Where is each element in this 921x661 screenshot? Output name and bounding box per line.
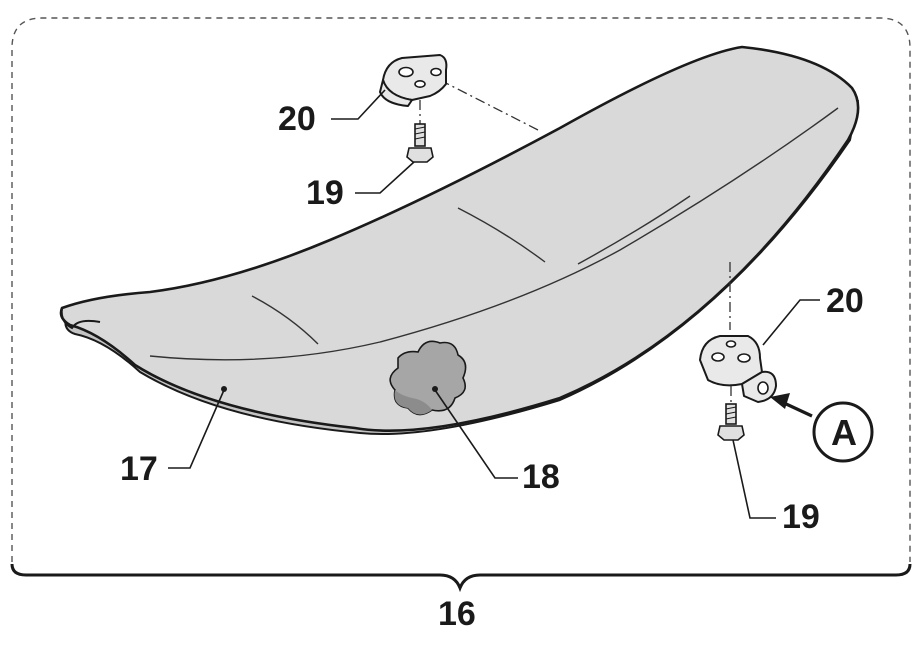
- view-marker-circle: [812, 401, 874, 463]
- callout-assembly: 16: [438, 595, 476, 633]
- leader-17: [168, 389, 225, 469]
- bolt-front: [717, 386, 745, 441]
- seat-seam-long: [149, 107, 839, 361]
- seat-seam-rear: [577, 195, 691, 265]
- seat-nose-lip: [60, 307, 101, 330]
- leader-18-dot: [432, 386, 438, 392]
- assembly-boundary: [11, 17, 911, 562]
- callout-bolt-rear: 19: [306, 174, 344, 212]
- callout-seat-cover: 17: [120, 450, 158, 488]
- callout-bracket-rear: 20: [278, 100, 316, 138]
- bracket-front: [699, 335, 777, 403]
- leader-20-front: [762, 299, 820, 346]
- leader-17-dot: [221, 386, 227, 392]
- bracket-rear: [379, 54, 448, 107]
- callout-bracket-front: 20: [826, 282, 864, 320]
- seat-cover-body: [59, 45, 860, 432]
- leader-19-front: [732, 439, 776, 519]
- callout-bolt-front: 19: [782, 498, 820, 536]
- leader-20-rear: [331, 89, 386, 120]
- seat-seam-front: [251, 295, 319, 345]
- leader-18: [434, 389, 518, 479]
- view-arrow-head: [770, 393, 790, 409]
- view-marker-label: A: [831, 412, 857, 453]
- leader-19-rear: [355, 161, 415, 194]
- bolt-rear: [406, 100, 434, 163]
- centerline-rear-bracket: [439, 79, 539, 131]
- view-arrow: [783, 401, 813, 418]
- seat-knob-shade: [394, 390, 432, 415]
- assembly-brace: [10, 563, 912, 593]
- callout-knob: 18: [522, 458, 560, 496]
- seat-seam-mid: [457, 207, 546, 263]
